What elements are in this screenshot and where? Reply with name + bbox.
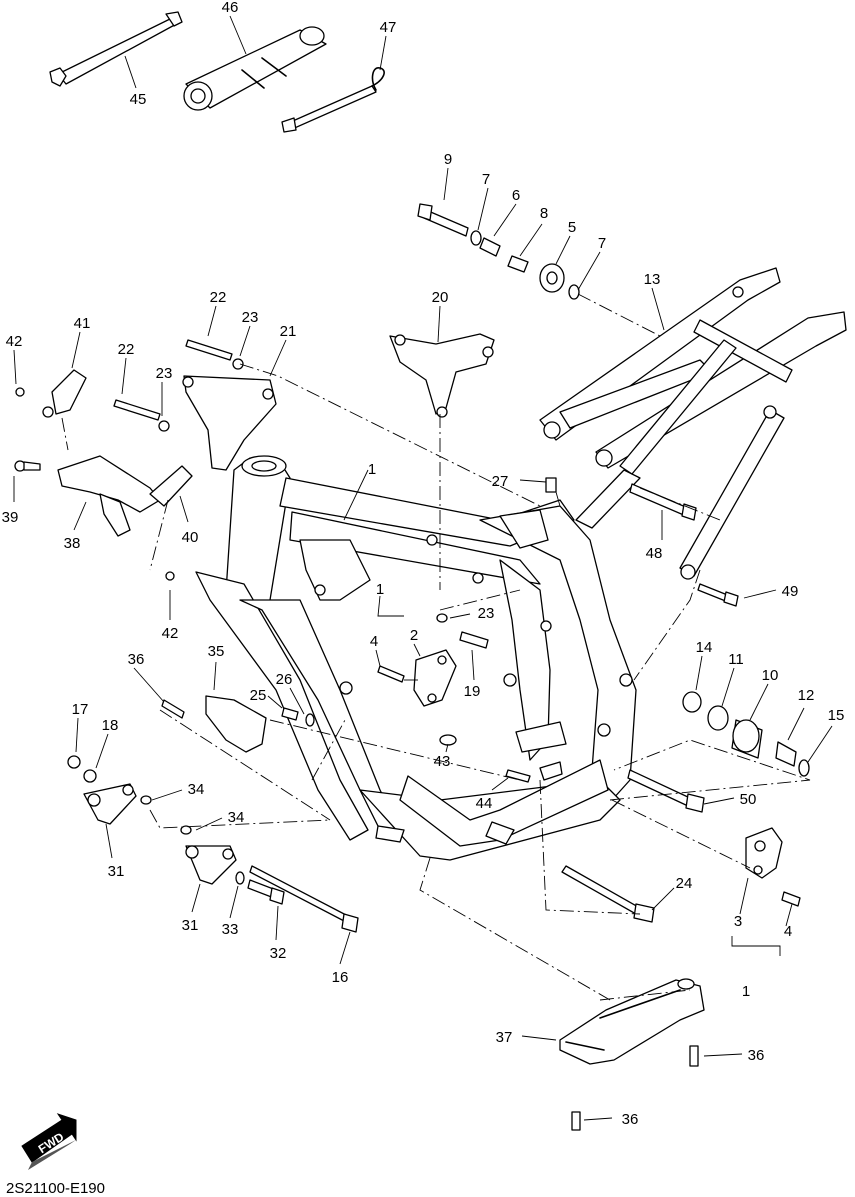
callout-16: 16 [332, 969, 349, 986]
nut-27-part [545, 477, 557, 493]
clamp-43-44-part [439, 734, 563, 783]
callout-10: 10 [762, 667, 779, 684]
rear-bracket-3-part [745, 827, 801, 907]
forward-arrow-icon: FWD [21, 1113, 77, 1170]
callout-36: 36 [128, 651, 145, 668]
callout-31: 31 [108, 863, 125, 880]
spanner-tool-part [49, 11, 183, 87]
callout-7: 7 [598, 235, 606, 252]
callout-37: 37 [496, 1029, 513, 1046]
mount-plate-2-part [377, 613, 489, 707]
callout-43: 43 [434, 753, 451, 770]
callout-27: 27 [492, 473, 509, 490]
callout-40: 40 [182, 529, 199, 546]
engine-bolt-24-part [561, 865, 655, 923]
callout-34: 34 [228, 809, 245, 826]
footrest-bracket-2-part [180, 825, 359, 933]
callout-41: 41 [74, 315, 91, 332]
callout-24: 24 [676, 875, 693, 892]
callout-18: 18 [102, 717, 119, 734]
callout-11: 11 [728, 651, 744, 668]
callout-22: 22 [210, 289, 227, 306]
callout-7: 7 [482, 171, 490, 188]
callout-8: 8 [540, 205, 548, 222]
callout-48: 48 [646, 545, 663, 562]
leader-lines [13, 15, 833, 1121]
callout-50: 50 [740, 791, 757, 808]
plate-bracket-part [14, 369, 193, 581]
callout-26: 26 [276, 671, 293, 688]
callout-36: 36 [748, 1047, 765, 1064]
callout-4: 4 [784, 923, 792, 940]
callout-9: 9 [444, 151, 452, 168]
callout-49: 49 [782, 583, 799, 600]
callout-15: 15 [828, 707, 845, 724]
callout-4: 4 [370, 633, 378, 650]
callout-42: 42 [162, 625, 179, 642]
callout-34: 34 [188, 781, 205, 798]
rear-subframe-part [539, 267, 847, 580]
callout-33: 33 [222, 921, 239, 938]
bolt-48-part [629, 483, 697, 521]
bolts-22-23-part [113, 339, 244, 432]
diagram-code: 2S21100-E190 [6, 1180, 105, 1197]
callout-14: 14 [696, 639, 713, 656]
callout-42: 42 [6, 333, 23, 350]
callout-46: 46 [222, 0, 239, 16]
callout-23: 23 [156, 365, 173, 382]
callout-31: 31 [182, 917, 199, 934]
callout-3: 3 [734, 913, 742, 930]
callout-32: 32 [270, 945, 287, 962]
callout-19: 19 [464, 683, 481, 700]
callout-1: 1 [742, 983, 750, 1000]
callout-17: 17 [72, 701, 89, 718]
callout-12: 12 [798, 687, 815, 704]
box-wrench-tool-part [183, 26, 327, 111]
callout-6: 6 [512, 187, 520, 204]
main-frame-part [195, 455, 637, 861]
callout-5: 5 [568, 219, 576, 236]
callout-23: 23 [478, 605, 495, 622]
guard-35-part [161, 695, 315, 753]
assembly-lines [61, 293, 811, 1001]
callout-47: 47 [380, 19, 397, 36]
callout-44: 44 [476, 795, 493, 812]
engine-mount-bracket-part [182, 375, 277, 471]
footrest-bracket-part [67, 755, 152, 825]
bolt-49-part [697, 583, 739, 607]
callout-39: 39 [2, 509, 19, 526]
callout-23: 23 [242, 309, 259, 326]
callout-13: 13 [644, 271, 661, 288]
callout-1: 1 [376, 581, 384, 598]
callout-22: 22 [118, 341, 135, 358]
callout-25: 25 [250, 687, 267, 704]
callout-1: 1 [368, 461, 376, 478]
callout-36: 36 [622, 1111, 639, 1128]
skid-plate-part [559, 978, 705, 1131]
callout-38: 38 [64, 535, 81, 552]
pivot-bolt-set-part [417, 203, 580, 300]
callout-2: 2 [410, 627, 418, 644]
pivot-collar-set-part [627, 691, 810, 813]
callout-35: 35 [208, 643, 225, 660]
head-bracket-part [389, 333, 495, 418]
callout-21: 21 [280, 323, 297, 340]
pin-rod-tool-part [281, 67, 385, 133]
callout-45: 45 [130, 91, 147, 108]
callout-20: 20 [432, 289, 449, 306]
